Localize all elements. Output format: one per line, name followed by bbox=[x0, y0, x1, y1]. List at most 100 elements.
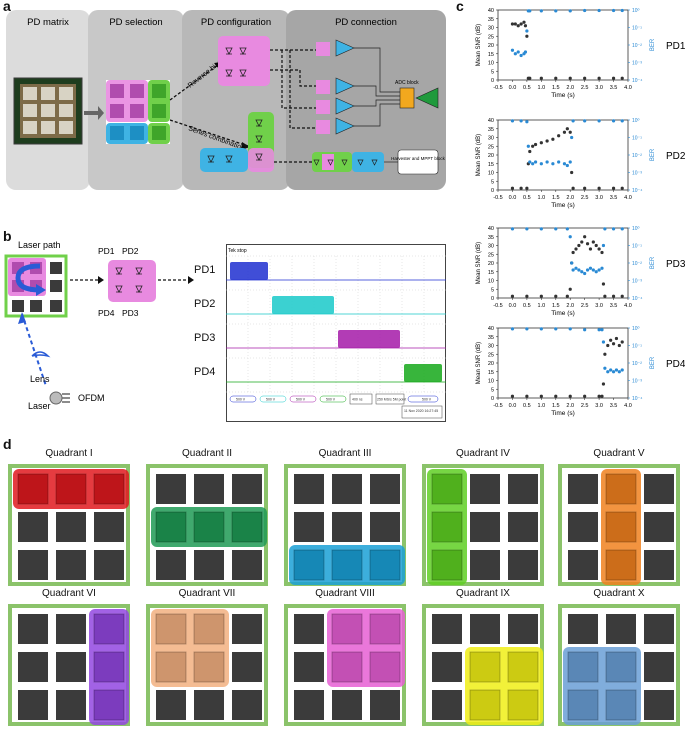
snr-point bbox=[611, 186, 616, 190]
snr-point bbox=[510, 186, 515, 190]
reverse-block bbox=[218, 36, 270, 86]
x-tick-label: 3.0 bbox=[595, 85, 603, 91]
y-axis-label: Mean SNR (dB) bbox=[476, 24, 482, 66]
scope-ch2-scale: 500 V bbox=[266, 398, 276, 402]
ber-point bbox=[562, 162, 567, 166]
channel-label-0: PD1 bbox=[194, 264, 216, 276]
y2-tick-label: 10⁻¹ bbox=[632, 26, 642, 32]
y-tick-label: 0 bbox=[491, 188, 494, 194]
pd-cell-shade bbox=[606, 550, 636, 580]
ber-point bbox=[620, 227, 624, 231]
pd-cell-shade bbox=[94, 690, 124, 720]
x-tick-label: 2.0 bbox=[566, 195, 574, 201]
pd-cell bbox=[470, 550, 500, 580]
x-tick-label: -0.5 bbox=[493, 195, 502, 201]
ber-point bbox=[620, 119, 624, 123]
y-tick-label: 15 bbox=[488, 370, 494, 376]
ber-point bbox=[600, 328, 604, 332]
pd-cell-shade bbox=[432, 512, 462, 542]
y-tick-label: 5 bbox=[491, 287, 494, 293]
ber-point bbox=[510, 48, 515, 52]
pd-cell-shade bbox=[470, 652, 500, 682]
x-tick-label: 1.0 bbox=[538, 403, 546, 409]
y-tick-label: 10 bbox=[488, 379, 494, 385]
ber-point bbox=[539, 327, 543, 331]
x-tick-label: 0.0 bbox=[509, 303, 517, 309]
quadrant-label: Quadrant VI bbox=[42, 588, 96, 599]
quadrant-label: Quadrant X bbox=[593, 588, 645, 599]
ber-point bbox=[594, 270, 598, 274]
pd-cell bbox=[94, 550, 124, 580]
quadrant-grid bbox=[8, 464, 130, 586]
snr-point bbox=[519, 22, 523, 26]
y2-axis-label: BER bbox=[650, 148, 656, 161]
pd-cell-selected bbox=[431, 473, 463, 505]
harvester-block bbox=[397, 149, 439, 175]
pd-cell bbox=[370, 690, 400, 720]
ber-point bbox=[580, 270, 584, 274]
laser-path-label: Laser path bbox=[18, 240, 61, 250]
pd-cell bbox=[568, 550, 598, 580]
pd-cell-selected bbox=[369, 651, 401, 683]
y-tick-label: 0 bbox=[491, 296, 494, 302]
ber-point bbox=[510, 327, 515, 331]
x-tick-label: 0.5 bbox=[523, 195, 531, 201]
ber-point bbox=[617, 370, 621, 374]
pd-cell bbox=[470, 614, 500, 644]
scope-header: Tek stop bbox=[228, 248, 247, 254]
pd-cell bbox=[232, 474, 262, 504]
chart-frame bbox=[497, 327, 629, 399]
pd-cell-selected bbox=[231, 511, 263, 543]
pd-cell bbox=[470, 512, 500, 542]
snr-point bbox=[554, 394, 558, 398]
pd-cell-shade bbox=[94, 652, 124, 682]
pd-cell bbox=[156, 474, 186, 504]
x-tick-label: 2.5 bbox=[581, 303, 589, 309]
pd-cell bbox=[56, 652, 86, 682]
snr-point bbox=[611, 294, 616, 298]
pd-cell-selected bbox=[431, 511, 463, 543]
x-tick-label: 1.0 bbox=[538, 303, 546, 309]
pd-cell bbox=[18, 512, 48, 542]
y2-tick-label: 10⁻³ bbox=[632, 61, 642, 67]
series-blue bbox=[200, 148, 248, 172]
y-tick-label: 20 bbox=[488, 261, 494, 267]
ber-point bbox=[570, 261, 574, 265]
snr-point bbox=[583, 186, 587, 190]
adc-triangle bbox=[415, 87, 439, 109]
x-tick-label: 4.0 bbox=[624, 303, 632, 309]
ber-point bbox=[568, 327, 572, 331]
pd-cell-shade bbox=[606, 652, 636, 682]
ber-point bbox=[583, 328, 587, 332]
x-axis-label: Time (s) bbox=[551, 92, 575, 99]
ber-point bbox=[525, 227, 529, 231]
pd-cell-shade bbox=[232, 512, 262, 542]
x-tick-label: 4.0 bbox=[624, 85, 632, 91]
x-tick-label: 0.5 bbox=[523, 303, 531, 309]
ber-point bbox=[597, 8, 601, 13]
pd-cell-shade bbox=[332, 614, 362, 644]
y-tick-label: 5 bbox=[491, 69, 494, 75]
pd-cell-selected bbox=[331, 613, 363, 645]
ber-point bbox=[528, 9, 532, 13]
x-tick-label: 2.5 bbox=[581, 195, 589, 201]
ber-point bbox=[601, 243, 606, 248]
pd-cell bbox=[294, 690, 324, 720]
pd-cell bbox=[470, 474, 500, 504]
chart-frame bbox=[497, 119, 629, 191]
ber-point bbox=[557, 160, 561, 164]
y2-tick-label: 10⁰ bbox=[632, 8, 640, 14]
pd-cell-shade bbox=[606, 474, 636, 504]
snr-point bbox=[571, 186, 575, 190]
scope-trace-burst bbox=[230, 262, 268, 280]
snr-point bbox=[597, 247, 601, 251]
pd-cell bbox=[508, 474, 538, 504]
ber-point bbox=[571, 119, 575, 123]
panel-c-letter: c bbox=[456, 0, 464, 14]
scope-ch3-scale: 500 V bbox=[296, 398, 306, 402]
ber-point bbox=[510, 227, 515, 231]
ber-point bbox=[531, 162, 535, 166]
pd-panel-label: PD3 bbox=[666, 259, 685, 270]
ber-point bbox=[525, 120, 529, 124]
ber-point bbox=[585, 268, 590, 272]
